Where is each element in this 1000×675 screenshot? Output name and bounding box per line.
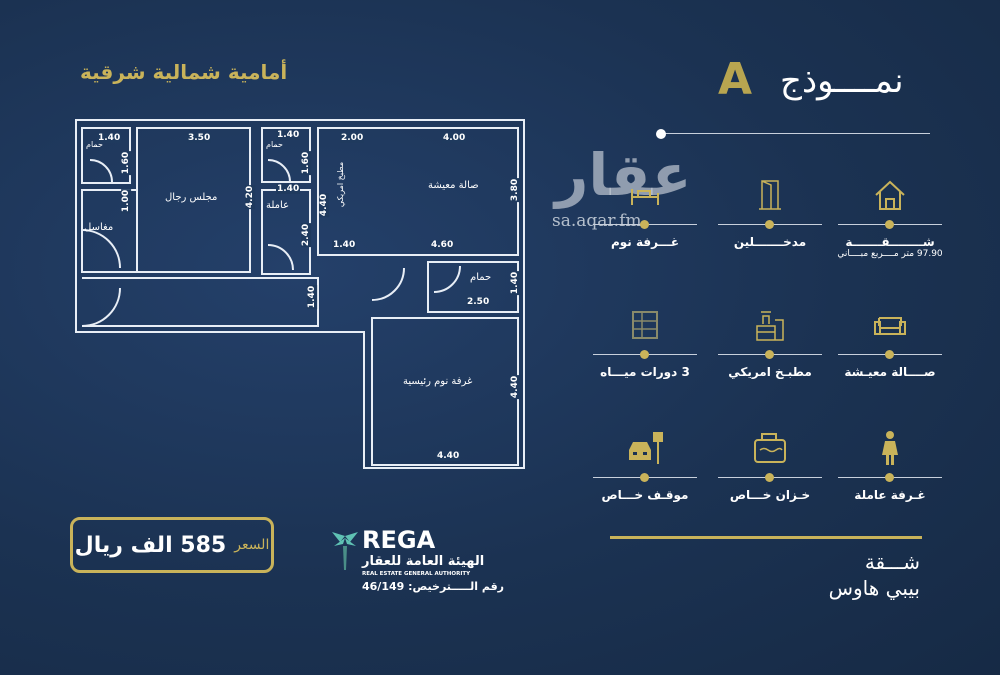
feature-sub: 97.90 متر مــــربع مبــــاني <box>837 249 943 259</box>
watermark-logo: عقار <box>555 141 692 209</box>
feature-divider <box>585 472 705 482</box>
room-label: غرفة نوم رئيسية <box>403 376 473 387</box>
dimension: 4.40 <box>436 451 461 461</box>
dimension: 4.60 <box>430 240 455 250</box>
parking-icon <box>585 428 705 468</box>
feature-label: مدخـــــــلين <box>733 235 807 249</box>
feature-divider <box>585 219 705 229</box>
dimension: 1.40 <box>276 184 301 194</box>
dimension: 1.60 <box>121 150 132 176</box>
dimension: 3.80 <box>510 177 521 203</box>
feature-divider <box>585 349 705 359</box>
door-icon <box>710 175 830 215</box>
footer-line1: شـــقة <box>864 550 920 574</box>
license-number: رقم الـــــترخيص: 46/149 <box>362 580 504 593</box>
door-arc <box>81 287 121 327</box>
feature-living: صــــالة معيـشة <box>830 305 950 379</box>
room-label: حمام <box>86 140 103 149</box>
feature-label: مطبـخ امريكي <box>728 365 812 379</box>
header-divider <box>662 133 930 134</box>
feature-label: غـرفة عاملة <box>854 488 926 502</box>
feature-divider <box>710 219 830 229</box>
rega-name: REGA <box>362 526 436 554</box>
door-arc <box>433 265 461 293</box>
feature-label: 3 دورات ميـــاه <box>600 365 690 379</box>
room-label: مغاسل <box>84 222 114 233</box>
room-label: عاملة <box>266 200 290 211</box>
rega-palm-logo <box>332 532 358 570</box>
dimension: 1.60 <box>301 150 312 176</box>
orientation-label: أمامية شمالية شرقية <box>80 60 288 84</box>
feature-bathrooms: 3 دورات ميـــاه <box>585 305 705 379</box>
footer-divider <box>610 536 922 539</box>
dimension: 1.00 <box>121 188 132 214</box>
divider-dot <box>656 129 666 139</box>
room-label: صالة معيشة <box>428 180 479 191</box>
dimension: 3.50 <box>187 133 212 143</box>
room-label: مطبخ امريكي <box>336 161 346 208</box>
room-label: حمام <box>470 272 492 283</box>
bed-icon <box>585 175 705 215</box>
room-label: مجلس رجال <box>165 192 218 203</box>
corridor-wall <box>82 277 319 327</box>
feature-apartment: شــــــــقـــــــة 97.90 متر مــــربع مب… <box>830 175 950 259</box>
feature-divider <box>830 472 950 482</box>
dimension: 1.40 <box>276 130 301 140</box>
model-letter: A <box>718 54 753 105</box>
water-tank-icon <box>710 428 830 468</box>
rega-arabic: الهيئة العامة للعقار <box>362 554 485 569</box>
dimension: 4.00 <box>442 133 467 143</box>
feature-maid-room: غـرفة عاملة <box>830 428 950 502</box>
kitchen-icon <box>710 305 830 345</box>
price-label: السعر <box>234 537 270 553</box>
dimension: 4.40 <box>510 374 521 400</box>
door-arc <box>371 267 405 301</box>
dimension: 1.40 <box>307 284 318 310</box>
rega-english: REAL ESTATE GENERAL AUTHORITY <box>362 571 471 577</box>
feature-label: خـزان خـــاص <box>729 488 811 502</box>
room-label: حمام <box>266 140 283 149</box>
dimension: 1.40 <box>332 240 357 250</box>
feature-divider <box>710 349 830 359</box>
maid-icon <box>830 428 950 468</box>
feature-entrances: مدخـــــــلين <box>710 175 830 249</box>
price-value: 585 الف ريال <box>74 532 227 558</box>
outer-wall <box>75 119 525 469</box>
door-arc <box>267 159 291 183</box>
sofa-icon <box>830 305 950 345</box>
feature-kitchen: مطبـخ امريكي <box>710 305 830 379</box>
feature-divider <box>830 219 950 229</box>
dimension: 2.40 <box>301 222 312 248</box>
feature-divider <box>830 349 950 359</box>
door-arc <box>267 244 294 271</box>
feature-water-tank: خـزان خـــاص <box>710 428 830 502</box>
bedroom-wall <box>371 317 519 466</box>
model-title: نمــــوذج <box>780 61 904 101</box>
feature-label: شــــــــقـــــــة <box>845 235 935 249</box>
feature-divider <box>710 472 830 482</box>
feature-bedroom: غـــرفة نوم <box>585 175 705 249</box>
dimension: 1.40 <box>510 270 521 296</box>
door-arc <box>89 159 113 183</box>
feature-label: صــــالة معيـشة <box>844 365 936 379</box>
dimension: 1.40 <box>97 133 122 143</box>
feature-parking: موقـف خـــاص <box>585 428 705 502</box>
footer-line2: بيبي هاوس <box>828 576 920 600</box>
feature-label: غـــرفة نوم <box>610 235 680 249</box>
living-wall <box>317 127 519 256</box>
house-icon <box>830 175 950 215</box>
dimension: 2.50 <box>466 297 491 307</box>
dimension: 2.00 <box>340 133 365 143</box>
dimension: 4.20 <box>245 184 256 210</box>
feature-label: موقـف خـــاص <box>601 488 689 502</box>
bathroom-icon <box>585 305 705 345</box>
watermark-url: sa.aqar.fm <box>552 211 642 231</box>
dimension: 4.40 <box>319 192 330 218</box>
door-arc <box>81 229 121 269</box>
price-box: السعر 585 الف ريال <box>70 517 274 573</box>
